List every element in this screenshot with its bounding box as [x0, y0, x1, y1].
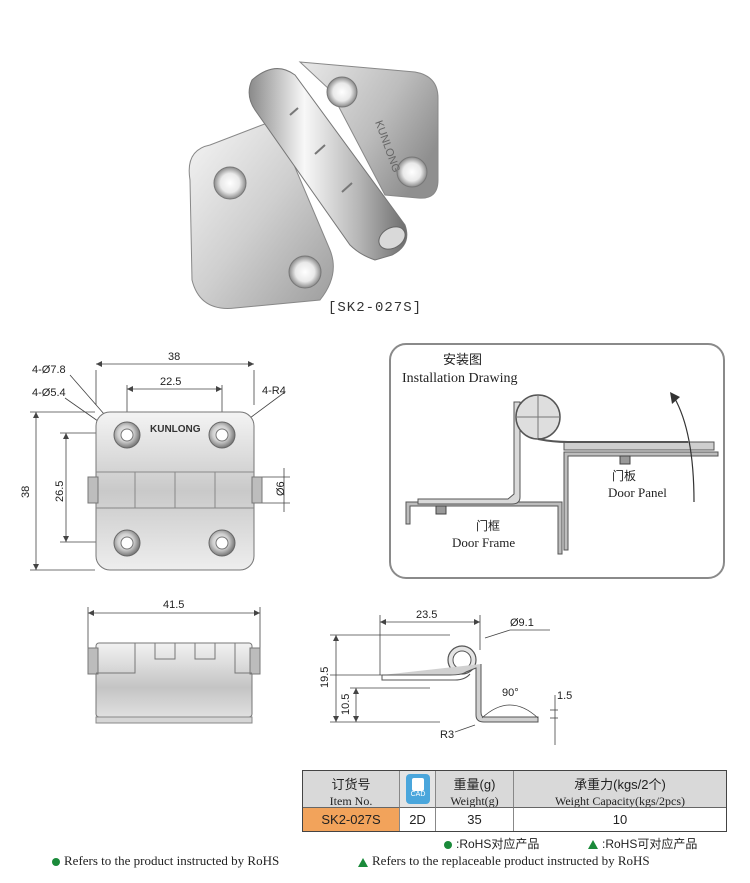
- dim-angle: 90°: [502, 687, 519, 699]
- dim-pin-diameter: Ø6: [275, 481, 287, 496]
- green-dot-icon: [52, 858, 60, 867]
- dim-hole-large: 4-Ø7.8: [32, 364, 66, 376]
- legend-rohs-replaceable-en: Refers to the replaceable product instru…: [358, 853, 650, 869]
- install-title-en: Installation Drawing: [402, 371, 517, 386]
- cad-icon[interactable]: CAD: [406, 774, 430, 804]
- header-weight-cn: 重量(g): [453, 777, 496, 792]
- dim-side-height: 19.5: [319, 667, 331, 688]
- dim-thickness: 1.5: [557, 690, 572, 702]
- door-frame-en: Door Frame: [452, 535, 515, 550]
- green-triangle-icon: [358, 857, 368, 867]
- header-item-no-en: Item No.: [329, 794, 373, 808]
- dim-hole-vertical: 26.5: [54, 481, 66, 502]
- spec-table: 订货号 Item No. CAD 重量(g) Weight(g) 承重力(kgs…: [302, 770, 727, 832]
- legend-rohs-replaceable-cn-text: :RoHS可对应产品: [602, 837, 698, 851]
- cell-capacity: 10: [514, 807, 726, 831]
- legend-rohs-cn-text: :RoHS对应产品: [456, 837, 540, 851]
- bottom-view-drawing: 41.5: [87, 599, 261, 724]
- product-photo: KUNLONG: [188, 61, 439, 309]
- header-item-no: 订货号 Item No.: [303, 771, 400, 808]
- dim-total-width: 41.5: [163, 599, 184, 611]
- cell-weight: 35: [436, 807, 514, 831]
- legend-rohs-en-text: Refers to the product instructed by RoHS: [64, 853, 280, 868]
- green-dot-icon: [444, 840, 452, 849]
- hinge-barrel: [248, 68, 408, 261]
- legend-rohs-replaceable-en-text: Refers to the replaceable product instru…: [372, 853, 650, 868]
- header-capacity: 承重力(kgs/2个) Weight Capacity(kgs/2pcs): [514, 771, 726, 808]
- dim-knuckle-diameter: Ø9.1: [510, 617, 534, 629]
- door-panel-cn: 门板: [612, 468, 636, 483]
- installation-drawing: 安装图 Installation Drawing 门板 Door Panel 门…: [389, 343, 725, 579]
- cell-item-no: SK2-027S: [303, 807, 400, 831]
- install-title-cn: 安装图: [443, 352, 482, 367]
- header-item-no-cn: 订货号: [331, 777, 371, 792]
- dim-hole-spacing: 22.5: [160, 376, 181, 388]
- header-weight-en: Weight(g): [450, 794, 499, 808]
- door-frame-cn: 门框: [476, 518, 500, 533]
- dim-step-height: 10.5: [340, 694, 352, 715]
- dim-leaf-length: 23.5: [416, 609, 437, 621]
- door-panel-en: Door Panel: [608, 485, 667, 500]
- dim-height-38: 38: [20, 486, 32, 498]
- green-triangle-icon: [588, 840, 598, 850]
- dim-corner-radius: 4-R4: [262, 385, 286, 397]
- legend-rohs-replaceable-cn: :RoHS可对应产品: [588, 835, 697, 852]
- dim-hole-small: 4-Ø5.4: [32, 387, 66, 399]
- header-capacity-cn: 承重力(kgs/2个): [574, 777, 666, 792]
- front-view-drawing: KUNLONG 38 22.5 38 26.5 Ø6 4-Ø7.8 4-Ø5.4…: [20, 351, 290, 571]
- plate-brand-mark: KUNLONG: [150, 424, 201, 435]
- side-view-drawing: 23.5 Ø9.1 19.5 10.5 90° 1.5 R3: [319, 609, 572, 745]
- model-code-label: [SK2-027S]: [327, 300, 422, 316]
- header-capacity-en: Weight Capacity(kgs/2pcs): [554, 794, 685, 808]
- legend-rohs-en: Refers to the product instructed by RoHS: [52, 853, 279, 869]
- dim-radius: R3: [440, 729, 454, 741]
- legend-rohs-cn: :RoHS对应产品: [444, 835, 539, 852]
- cell-cad[interactable]: 2D: [400, 807, 436, 831]
- header-weight: 重量(g) Weight(g): [436, 771, 514, 808]
- dim-width-38: 38: [168, 351, 180, 363]
- header-cad: CAD: [400, 771, 436, 807]
